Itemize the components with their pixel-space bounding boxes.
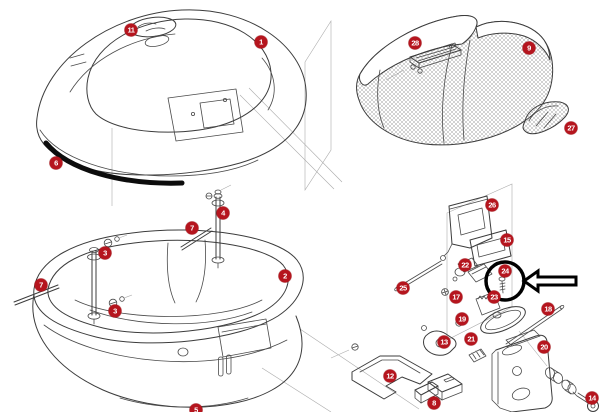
lock-assembly-drawing [330,195,599,412]
highlight-arrow-icon [521,268,578,294]
base-drawing [32,229,304,408]
reflector-drawing [356,15,554,146]
hinge-rods-drawing [13,227,213,306]
hinge-bar-drawing [409,42,462,74]
emblem-drawing [522,101,569,135]
lid-drawing [36,9,307,186]
hinge-pins-drawing [87,193,225,325]
highlight-circle [484,260,526,302]
small-screw-drawing [205,184,232,200]
